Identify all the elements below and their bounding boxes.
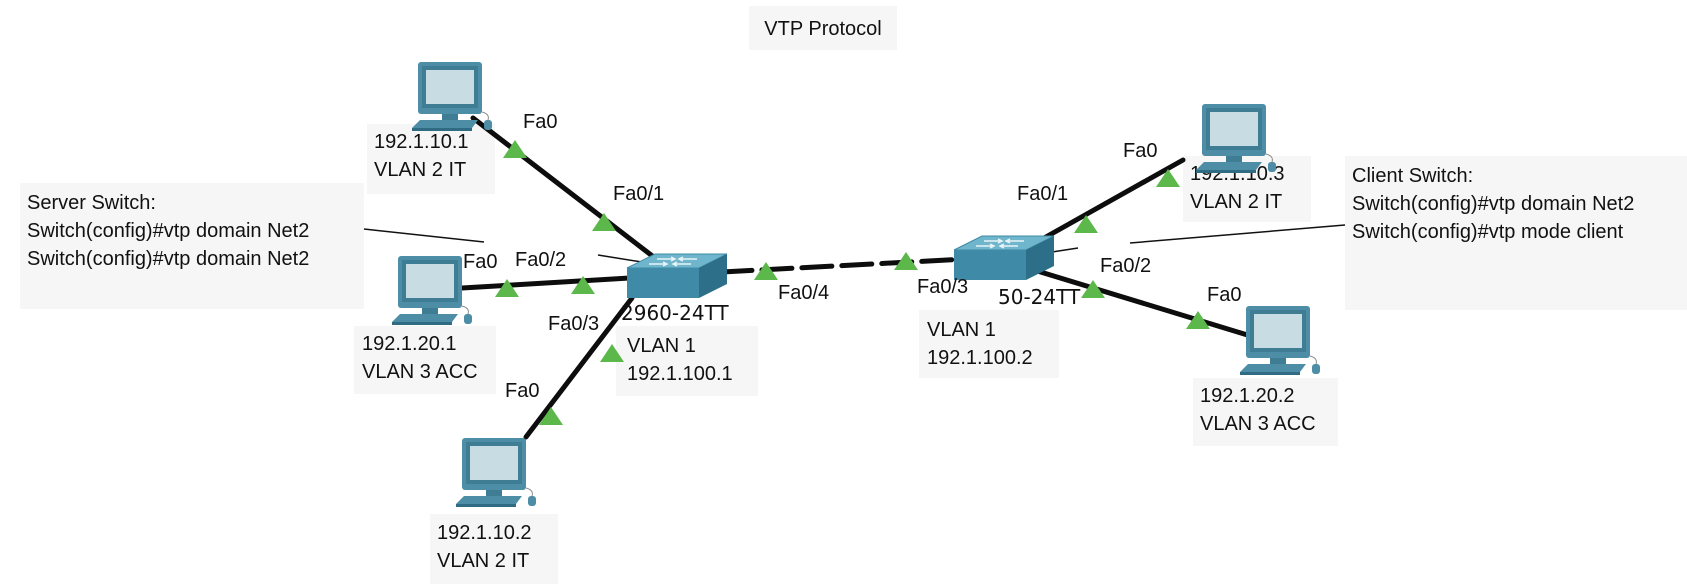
- server-switch-icon[interactable]: [626, 253, 728, 299]
- diagram-title: VTP Protocol: [764, 18, 881, 40]
- port-label-pc4-fa0: Fa0: [1123, 140, 1157, 162]
- pc2-vlan: VLAN 3 ACC: [362, 361, 478, 383]
- client-switch-label: VLAN 1 192.1.100.2: [919, 310, 1059, 378]
- client-switch-icon[interactable]: [953, 235, 1055, 281]
- port-label-sw1-fa02: Fa0/2: [515, 249, 566, 271]
- port-label-sw1-fa01: Fa0/1: [613, 183, 664, 205]
- client-switch-vlan: VLAN 1: [927, 319, 996, 341]
- server-switch-ip: 192.1.100.1: [627, 363, 733, 385]
- port-label-sw2-fa01: Fa0/1: [1017, 183, 1068, 205]
- pc3-ip: 192.1.10.2: [437, 522, 532, 544]
- port-labels: Fa0 Fa0/1 Fa0 Fa0/2 Fa0/3 Fa0 Fa0/4 Fa0/…: [463, 111, 1241, 402]
- pc5-vlan: VLAN 3 ACC: [1200, 413, 1316, 435]
- port-label-sw1-fa04: Fa0/4: [778, 282, 829, 304]
- client-note-connector-end: [1051, 247, 1079, 253]
- client-note-command-2: Switch(config)#vtp mode client: [1352, 221, 1624, 243]
- client-note-connector: [1129, 224, 1346, 244]
- server-switch-vlan: VLAN 1: [627, 335, 696, 357]
- pc1-label: 192.1.10.1 VLAN 2 IT: [367, 124, 495, 194]
- pc4-vlan: VLAN 2 IT: [1190, 191, 1282, 213]
- server-switch-label: VLAN 1 192.1.100.1: [616, 326, 758, 396]
- server-note-heading: Server Switch:: [27, 192, 156, 214]
- client-note-heading: Client Switch:: [1352, 165, 1473, 187]
- title-box: VTP Protocol: [749, 6, 897, 50]
- server-switch-note: Server Switch: Switch(config)#vtp domain…: [20, 183, 364, 309]
- port-label-pc3-fa0: Fa0: [505, 380, 539, 402]
- client-switch-note: Client Switch: Switch(config)#vtp domain…: [1345, 156, 1687, 310]
- port-indicators: [495, 140, 1210, 425]
- client-switch-ip: 192.1.100.2: [927, 347, 1033, 369]
- port-label-pc1-fa0: Fa0: [523, 111, 557, 133]
- port-label-pc2-fa0: Fa0: [463, 251, 497, 273]
- links: [459, 115, 1257, 440]
- pc2-icon[interactable]: [391, 255, 473, 326]
- server-note-connector: [363, 228, 485, 243]
- pc5-icon[interactable]: [1239, 305, 1321, 376]
- port-label-sw1-fa03: Fa0/3: [548, 313, 599, 335]
- pc3-label: 192.1.10.2 VLAN 2 IT: [430, 514, 558, 584]
- pc5-ip: 192.1.20.2: [1200, 385, 1295, 407]
- server-note-command-2: Switch(config)#vtp domain Net2: [27, 248, 309, 270]
- client-note-command-1: Switch(config)#vtp domain Net2: [1352, 193, 1634, 215]
- client-switch-model: 50-24TT: [998, 285, 1081, 309]
- pc1-vlan: VLAN 2 IT: [374, 159, 466, 181]
- pc1-ip: 192.1.10.1: [374, 131, 469, 153]
- port-indicator-sw1-fa01: [592, 213, 616, 231]
- pc2-label: 192.1.20.1 VLAN 3 ACC: [354, 326, 496, 394]
- pc2-ip: 192.1.20.1: [362, 333, 457, 355]
- link-pc3-sw1: [523, 295, 635, 440]
- server-switch-model: 2960-24TT: [621, 301, 729, 325]
- link-sw2-pc4: [1034, 157, 1186, 245]
- pc3-vlan: VLAN 2 IT: [437, 550, 529, 572]
- server-note-command-1: Switch(config)#vtp domain Net2: [27, 220, 309, 242]
- link-sw2-pc5: [1031, 267, 1257, 340]
- port-label-pc5-fa0: Fa0: [1207, 284, 1241, 306]
- port-label-sw2-fa03: Fa0/3: [917, 276, 968, 298]
- port-label-sw2-fa02: Fa0/2: [1100, 255, 1151, 277]
- pc5-label: 192.1.20.2 VLAN 3 ACC: [1193, 378, 1338, 446]
- link-pc1-sw1: [470, 115, 671, 271]
- pc3-icon[interactable]: [455, 437, 537, 508]
